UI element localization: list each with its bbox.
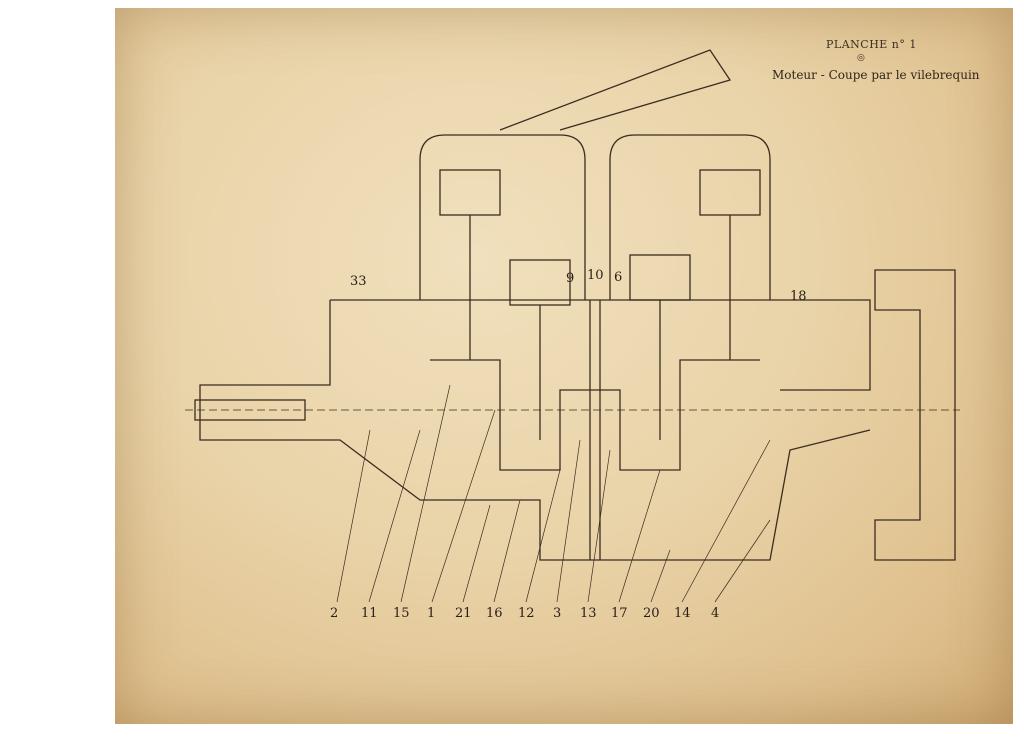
callout-2: 2 [330, 606, 338, 621]
plate-mark: ◎ [857, 53, 865, 63]
callout-9: 9 [566, 271, 574, 286]
callout-14: 14 [674, 606, 691, 621]
callout-13: 13 [580, 606, 597, 621]
callout-10: 10 [587, 268, 604, 283]
callout-11: 11 [361, 606, 378, 621]
callout-15: 15 [393, 606, 410, 621]
callout-16: 16 [486, 606, 503, 621]
callout-33: 33 [350, 274, 367, 289]
callout-17: 17 [611, 606, 628, 621]
callout-18: 18 [790, 289, 807, 304]
callout-3: 3 [553, 606, 561, 621]
callout-1: 1 [427, 606, 435, 621]
callout-12: 12 [518, 606, 535, 621]
plate-caption: Moteur - Coupe par le vilebrequin [772, 68, 980, 82]
engine-outline [185, 49, 960, 561]
callout-20: 20 [643, 606, 660, 621]
callout-21: 21 [455, 606, 472, 621]
callout-6: 6 [614, 270, 622, 285]
paper-sheet [115, 8, 1013, 724]
callout-4: 4 [711, 606, 719, 621]
plate-number: PLANCHE n° 1 [826, 38, 917, 51]
leader-lines [336, 384, 771, 603]
